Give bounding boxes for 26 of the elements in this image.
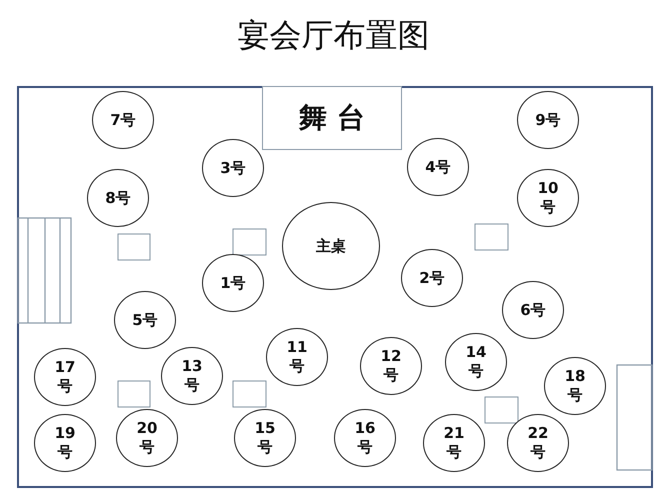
table-number: 15号 [254,419,276,457]
table-number: 18号 [564,367,586,405]
table-number: 主桌 [315,236,347,256]
table-number: 9号 [534,110,562,130]
title: 宴会厅布置图 [236,15,430,56]
table-number: 10号 [537,179,559,217]
table-number: 6号 [519,300,547,320]
table-number: 5号 [131,310,159,330]
table-number: 21号 [443,424,465,462]
stage-platform [262,86,402,150]
stage-label: 舞 台 [299,102,365,134]
table-number: 19号 [54,424,76,462]
table-number: 16号 [354,419,376,457]
table-number: 1号 [219,274,247,292]
table-number: 22号 [527,424,549,462]
table-number: 2号 [418,268,446,288]
table-number: 12号 [380,347,402,385]
table-number: 13号 [181,357,203,395]
table-number: 3号 [219,158,247,178]
table-number: 17号 [54,358,76,396]
table-number: 7号 [109,110,137,130]
table-number: 4号 [424,158,452,176]
table-number: 14号 [465,343,487,381]
table-number: 20号 [136,419,158,457]
table-number: 8号 [104,188,132,208]
table-number: 11号 [286,338,308,376]
